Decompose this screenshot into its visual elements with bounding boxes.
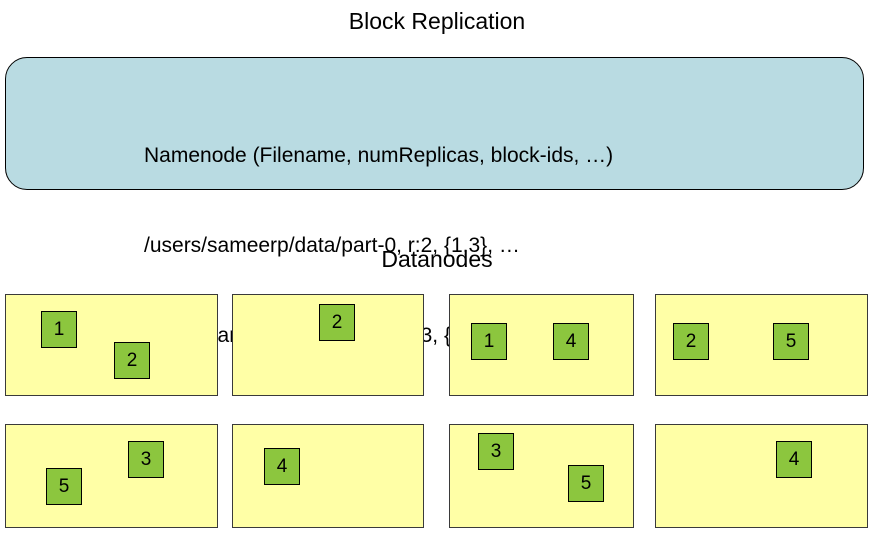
datanode-6: 4 [232, 424, 424, 528]
block-5: 5 [773, 323, 809, 360]
namenode-line-header: Namenode (Filename, numReplicas, block-i… [144, 144, 614, 167]
block-2: 2 [319, 304, 355, 341]
datanode-4: 2 5 [655, 294, 868, 396]
namenode-line-part0: /users/sameerp/data/part-0, r:2, {1,3}, … [144, 234, 520, 257]
namenode-box: Namenode (Filename, numReplicas, block-i… [5, 57, 864, 347]
block-4: 4 [264, 448, 300, 485]
block-3: 3 [128, 441, 164, 478]
block-5: 5 [46, 468, 82, 505]
block-2: 2 [673, 323, 709, 360]
datanode-5: 5 3 [5, 424, 218, 528]
block-2: 2 [114, 342, 150, 379]
datanode-2: 2 [232, 294, 424, 396]
block-1: 1 [471, 323, 507, 360]
datanode-1: 1 2 [5, 294, 218, 396]
diagram-title: Block Replication [348, 8, 526, 34]
block-3: 3 [478, 433, 514, 470]
block-4: 4 [553, 323, 589, 360]
block-5: 5 [568, 465, 604, 502]
datanode-8: 4 [655, 424, 868, 528]
datanodes-title: Datanodes [381, 246, 493, 272]
block-4: 4 [776, 441, 812, 478]
datanode-3: 1 4 [449, 294, 634, 396]
block-1: 1 [41, 311, 77, 348]
datanode-7: 3 5 [449, 424, 634, 528]
